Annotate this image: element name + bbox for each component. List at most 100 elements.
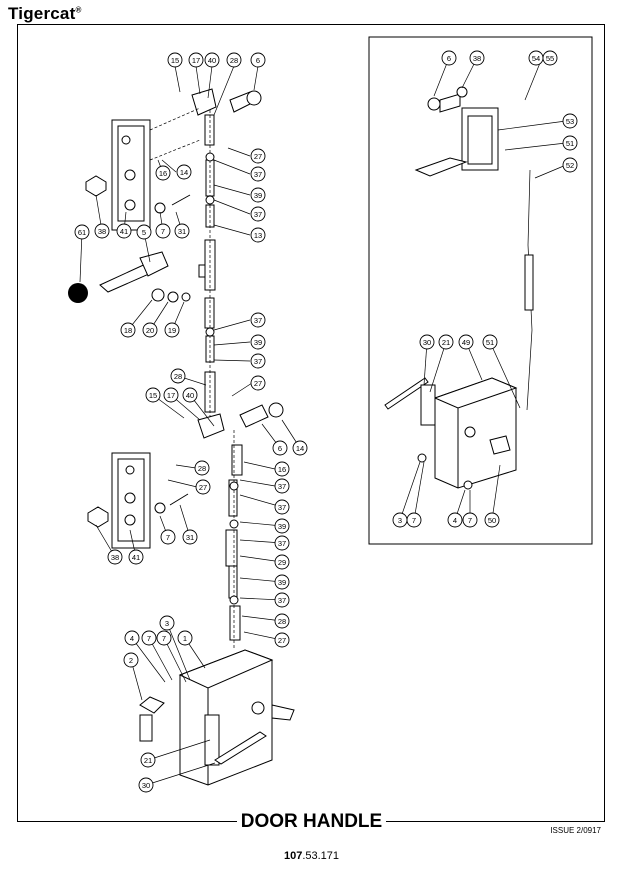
callout-37: 37 (250, 353, 266, 369)
svg-text:17: 17 (167, 391, 175, 400)
svg-text:27: 27 (254, 152, 262, 161)
svg-text:40: 40 (186, 391, 194, 400)
svg-text:41: 41 (132, 553, 140, 562)
callout-38: 38 (469, 50, 485, 66)
callout-5: 5 (136, 224, 152, 240)
svg-text:17: 17 (192, 56, 200, 65)
svg-text:54: 54 (532, 54, 540, 63)
callout-61: 61 (74, 224, 90, 240)
handle-lever (68, 251, 191, 303)
svg-text:37: 37 (254, 210, 262, 219)
callout-30: 30 (138, 777, 154, 793)
callout-16: 16 (155, 165, 171, 181)
callout-30: 30 (419, 334, 435, 350)
callout-14: 14 (292, 440, 308, 456)
callout-6: 6 (441, 50, 457, 66)
svg-text:38: 38 (111, 553, 119, 562)
svg-text:28: 28 (198, 464, 206, 473)
inset-assembly (384, 86, 534, 490)
svg-text:55: 55 (546, 54, 554, 63)
svg-text:4: 4 (453, 516, 457, 525)
svg-text:6: 6 (278, 444, 282, 453)
callout-7: 7 (141, 630, 157, 646)
callout-31: 31 (174, 223, 190, 239)
callout-37: 37 (274, 478, 290, 494)
svg-text:19: 19 (168, 326, 176, 335)
callout-27: 27 (250, 375, 266, 391)
svg-text:7: 7 (166, 533, 170, 542)
svg-text:7: 7 (147, 634, 151, 643)
callout-21: 21 (140, 752, 156, 768)
callout-50: 50 (484, 512, 500, 528)
callout-54: 54 (528, 50, 544, 66)
callout-37: 37 (274, 499, 290, 515)
svg-text:61: 61 (78, 228, 86, 237)
callout-27: 27 (195, 479, 211, 495)
svg-text:4: 4 (130, 634, 134, 643)
callout-16: 16 (274, 461, 290, 477)
svg-text:14: 14 (296, 444, 304, 453)
svg-text:39: 39 (278, 522, 286, 531)
callout-7: 7 (406, 512, 422, 528)
page-title: DOOR HANDLE (0, 811, 623, 833)
callout-53: 53 (562, 113, 578, 129)
callout-13: 13 (250, 227, 266, 243)
callout-2: 2 (123, 652, 139, 668)
callout-52: 52 (562, 157, 578, 173)
svg-text:30: 30 (142, 781, 150, 790)
svg-text:7: 7 (162, 634, 166, 643)
svg-text:37: 37 (254, 170, 262, 179)
upper-latch (85, 88, 262, 231)
callout-20: 20 (142, 322, 158, 338)
callout-7: 7 (155, 223, 171, 239)
callout-3: 3 (159, 615, 175, 631)
callout-7: 7 (156, 630, 172, 646)
svg-text:50: 50 (488, 516, 496, 525)
svg-text:16: 16 (278, 465, 286, 474)
callout-27: 27 (250, 148, 266, 164)
callout-37: 37 (250, 206, 266, 222)
svg-text:7: 7 (468, 516, 472, 525)
svg-text:27: 27 (254, 379, 262, 388)
callout-39: 39 (250, 334, 266, 350)
svg-text:52: 52 (566, 161, 574, 170)
callout-21: 21 (438, 334, 454, 350)
callout-28: 28 (226, 52, 242, 68)
callout-37: 37 (274, 535, 290, 551)
svg-text:20: 20 (146, 326, 154, 335)
page-number: 107.53.171 (283, 850, 340, 862)
svg-text:7: 7 (161, 227, 165, 236)
svg-text:3: 3 (398, 516, 402, 525)
svg-text:3: 3 (165, 619, 169, 628)
svg-text:7: 7 (412, 516, 416, 525)
brand-logo: Tigercat® (8, 4, 82, 23)
svg-text:1: 1 (183, 634, 187, 643)
svg-text:37: 37 (254, 357, 262, 366)
callout-39: 39 (274, 574, 290, 590)
callout-29: 29 (274, 554, 290, 570)
svg-text:2: 2 (129, 656, 133, 665)
callout-6: 6 (250, 52, 266, 68)
callout-17: 17 (163, 387, 179, 403)
callout-18: 18 (120, 322, 136, 338)
svg-text:21: 21 (144, 756, 152, 765)
callout-17: 17 (188, 52, 204, 68)
callout-38: 38 (107, 549, 123, 565)
callout-39: 39 (250, 187, 266, 203)
svg-text:39: 39 (254, 338, 262, 347)
svg-text:27: 27 (199, 483, 207, 492)
callout-41: 41 (116, 223, 132, 239)
svg-text:53: 53 (566, 117, 574, 126)
inset-frame (368, 36, 593, 545)
callout-14: 14 (176, 164, 192, 180)
svg-text:37: 37 (278, 596, 286, 605)
rod-assembly (198, 100, 243, 650)
callout-37: 37 (250, 312, 266, 328)
svg-text:6: 6 (447, 54, 451, 63)
issue-label: ISSUE 2/0917 (550, 826, 601, 835)
callout-40: 40 (204, 52, 220, 68)
callout-15: 15 (145, 387, 161, 403)
callout-7: 7 (160, 529, 176, 545)
lock-box (139, 649, 295, 786)
